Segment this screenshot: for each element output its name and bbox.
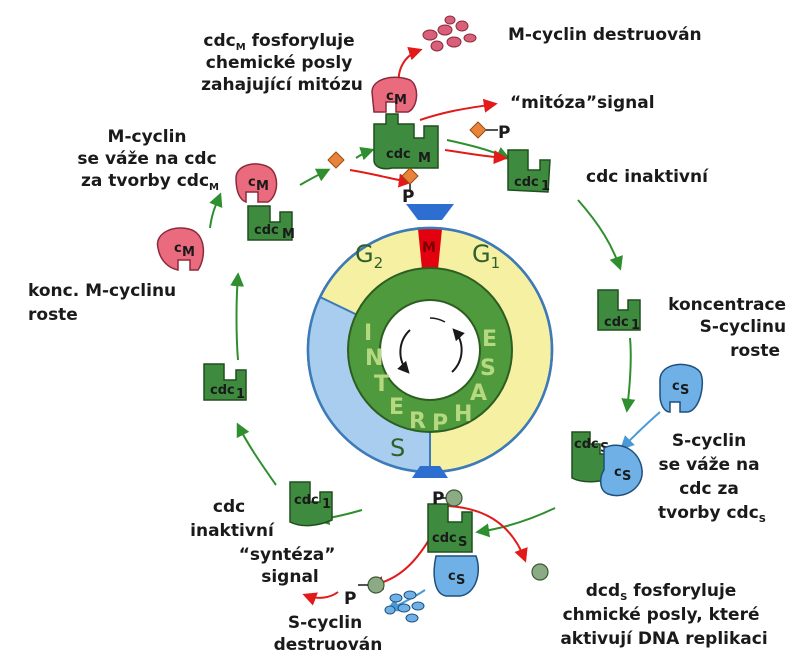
svg-text:M: M [182, 245, 195, 260]
label-synthesis-signal: “syntéza” signal [239, 545, 342, 587]
interphase-letter: N [365, 346, 383, 371]
wheel-inner-core [380, 300, 480, 400]
label-mcyclin-binds: M-cyclin se váže na cdc za tvorby cdcM [77, 127, 222, 193]
s-cyclin-free: c S [660, 364, 702, 412]
svg-text:S: S [458, 535, 467, 550]
svg-text:S: S [680, 383, 689, 398]
svg-text:c: c [672, 379, 680, 394]
cdc-inactive-top-right: cdc 1 [508, 150, 550, 194]
svg-text:cdc: cdc [386, 147, 411, 162]
label-p-bottom-center: P [432, 489, 444, 509]
cdcm-complex-left: c M cdc M [236, 164, 295, 242]
svg-text:S: S [622, 469, 631, 484]
interphase-letter: S [480, 356, 496, 381]
interphase-letter: I [364, 321, 372, 346]
label-p-bottom-left: P [344, 589, 356, 609]
svg-text:c: c [248, 175, 256, 190]
m-cyclin-free: c M [158, 228, 204, 270]
svg-text:cdc: cdc [604, 315, 629, 330]
svg-text:c: c [386, 89, 394, 104]
label-mcyclin-rises: konc. M-cyclinu roste [28, 281, 182, 325]
label-cdc-inactive-top: cdc inaktivní [586, 167, 709, 187]
label-mcyclin-destroyed: M-cyclin destruován [508, 25, 702, 45]
svg-text:M: M [418, 151, 431, 166]
svg-text:cdc: cdc [254, 223, 279, 238]
label-scyclin-binds: S-cyclin se váže na cdc za tvorby cdcS [658, 431, 766, 525]
interphase-letter: P [432, 411, 448, 436]
s-cyclin-fragments [385, 591, 424, 622]
svg-text:M: M [256, 179, 269, 194]
cdcs-complex-right: cdc S c S [572, 432, 642, 496]
svg-text:M: M [394, 93, 407, 108]
svg-text:1: 1 [541, 179, 550, 194]
cdcs-complex-bottom: cdc S c S [428, 504, 478, 596]
svg-text:cdc: cdc [432, 531, 457, 546]
label-cdc-inactive-left: cdc inaktivní [190, 497, 275, 541]
svg-text:1: 1 [322, 497, 331, 512]
svg-text:c: c [174, 241, 182, 256]
interphase-letter: A [470, 381, 487, 406]
svg-text:c: c [614, 465, 622, 480]
svg-text:cdc: cdc [294, 493, 319, 508]
phase-label-s: S [390, 434, 405, 462]
label-p-top-right: P [498, 123, 510, 143]
cycle-wheel: G2 G1 M S I N T E R P H A S E [308, 204, 552, 478]
svg-text:cdc: cdc [210, 383, 235, 398]
svg-text:M: M [282, 227, 295, 242]
svg-text:cdc: cdc [574, 437, 599, 452]
svg-text:c: c [448, 569, 456, 584]
svg-text:S: S [456, 573, 465, 588]
m-cyclin-fragments [423, 16, 476, 51]
svg-text:cdc: cdc [514, 175, 539, 190]
cdc-inactive-bottom-left: cdc 1 [290, 482, 332, 526]
label-mitosis-signal: “mitóza”signal [510, 93, 655, 113]
interphase-letter: E [482, 327, 497, 352]
svg-text:1: 1 [236, 387, 245, 402]
label-p-top-center: P [402, 187, 414, 207]
label-cdcs-phosphorylates: dcdS fosforyluje chmické posly, které ak… [560, 581, 767, 649]
cdc-left: cdc 1 [204, 364, 246, 402]
label-cdcm-phosphorylates: cdcM fosforyluje chemické posly zahajují… [201, 31, 363, 95]
interphase-letter: E [389, 395, 404, 420]
cdc-right: cdc 1 [598, 290, 640, 333]
phase-label-m: M [422, 240, 436, 256]
label-scyclin-destroyed: S-cyclin destruován [274, 613, 383, 655]
label-scyclin-rises: koncentrace S-cyclinu roste [668, 295, 792, 361]
svg-text:1: 1 [631, 318, 640, 333]
phase-label-g1: G1 [472, 240, 500, 272]
cdcm-complex-top: c M cdc M [372, 77, 438, 168]
interphase-letter: T [374, 372, 389, 397]
interphase-letter: R [409, 409, 426, 434]
